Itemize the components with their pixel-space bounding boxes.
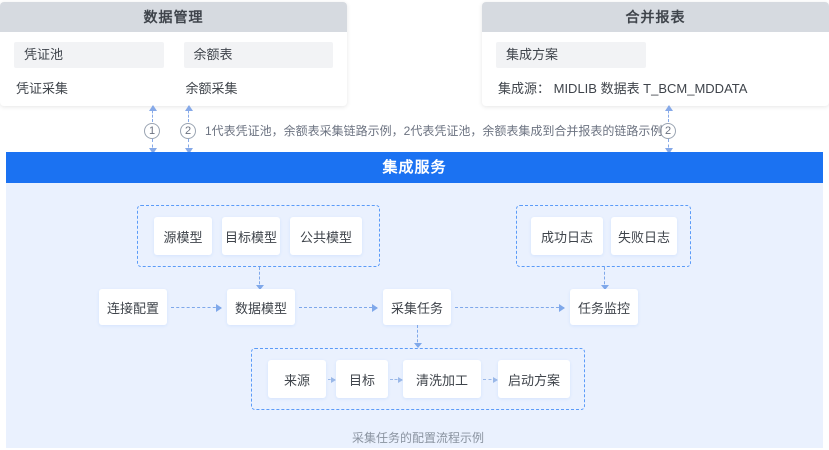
- task-config-caption: 采集任务的配置流程示例: [351, 431, 484, 445]
- node-source-model[interactable]: 源模型: [154, 217, 212, 255]
- arrow-source-to-target: [328, 376, 336, 383]
- group-models: [137, 205, 380, 267]
- legend-marker-2: 2: [180, 123, 196, 139]
- connector-balance-up: [185, 105, 193, 122]
- label-integration-source: 集成源： MIDLIB 数据表 T_BCM_MDDATA: [498, 81, 748, 96]
- group-task-config: [251, 348, 585, 410]
- panel-merge-report-title: 合并报表: [482, 2, 829, 32]
- panel-merge-report: 合并报表 集成方案 集成源： MIDLIB 数据表 T_BCM_MDDATA: [482, 2, 829, 106]
- panel-column-voucher: 凭证池 凭证采集: [14, 42, 164, 97]
- panel-data-management: 数据管理 凭证池 凭证采集 余额表 余额采集: [0, 2, 347, 106]
- node-collection-task[interactable]: 采集任务: [383, 289, 451, 325]
- node-data-model[interactable]: 数据模型: [227, 289, 295, 325]
- connector-balance-down: [185, 139, 193, 154]
- connector-task-to-config: [414, 325, 422, 348]
- connector-models-to-data-model: [256, 267, 264, 290]
- label-balance-collect: 余额采集: [185, 81, 238, 96]
- legend-marker-1: 1: [144, 123, 160, 139]
- legend-marker-2-right: 2: [660, 123, 676, 139]
- connector-voucher-up: [149, 105, 157, 122]
- arrow-model-to-task: [299, 304, 378, 312]
- integration-service-body: 源模型 目标模型 公共模型 成功日志 失败日志 连接配置 数据模型 采集任务 任…: [6, 183, 823, 448]
- arrow-config-to-model: [171, 304, 222, 312]
- field-voucher-pool[interactable]: 凭证池: [14, 42, 164, 68]
- arrow-target-to-clean: [390, 376, 403, 383]
- label-voucher-collect: 凭证采集: [16, 81, 69, 96]
- node-target[interactable]: 目标: [336, 360, 388, 398]
- node-public-model[interactable]: 公共模型: [290, 217, 362, 255]
- arrow-clean-to-start: [483, 376, 498, 383]
- panel-data-management-title: 数据管理: [0, 2, 347, 32]
- node-task-monitor[interactable]: 任务监控: [570, 289, 638, 325]
- connector-merge-down: [665, 139, 673, 154]
- field-balance-table[interactable]: 余额表: [183, 42, 333, 68]
- node-target-model[interactable]: 目标模型: [222, 217, 280, 255]
- node-clean-process[interactable]: 清洗加工: [403, 360, 481, 398]
- connector-logs-to-task-monitor: [601, 267, 609, 290]
- field-integration-scheme[interactable]: 集成方案: [496, 42, 646, 68]
- node-success-log[interactable]: 成功日志: [531, 217, 603, 255]
- integration-service-bar: 集成服务: [6, 152, 823, 183]
- node-connection-config[interactable]: 连接配置: [99, 289, 167, 325]
- panel-merge-report-body: 集成方案 集成源： MIDLIB 数据表 T_BCM_MDDATA: [482, 32, 829, 106]
- node-start-scheme[interactable]: 启动方案: [498, 360, 570, 398]
- panel-column-balance: 余额表 余额采集: [183, 42, 333, 97]
- arrow-task-to-monitor: [455, 304, 565, 312]
- legend-description: 1代表凭证池，余额表采集链路示例，2代表凭证池，余额表集成到合并报表的链路示例: [205, 124, 663, 138]
- node-failure-log[interactable]: 失败日志: [611, 217, 677, 255]
- panel-data-management-body: 凭证池 凭证采集 余额表 余额采集: [0, 32, 347, 97]
- connector-merge-up: [665, 105, 673, 122]
- connector-voucher-down: [149, 139, 157, 154]
- group-logs: [516, 205, 691, 267]
- node-source[interactable]: 来源: [268, 360, 326, 398]
